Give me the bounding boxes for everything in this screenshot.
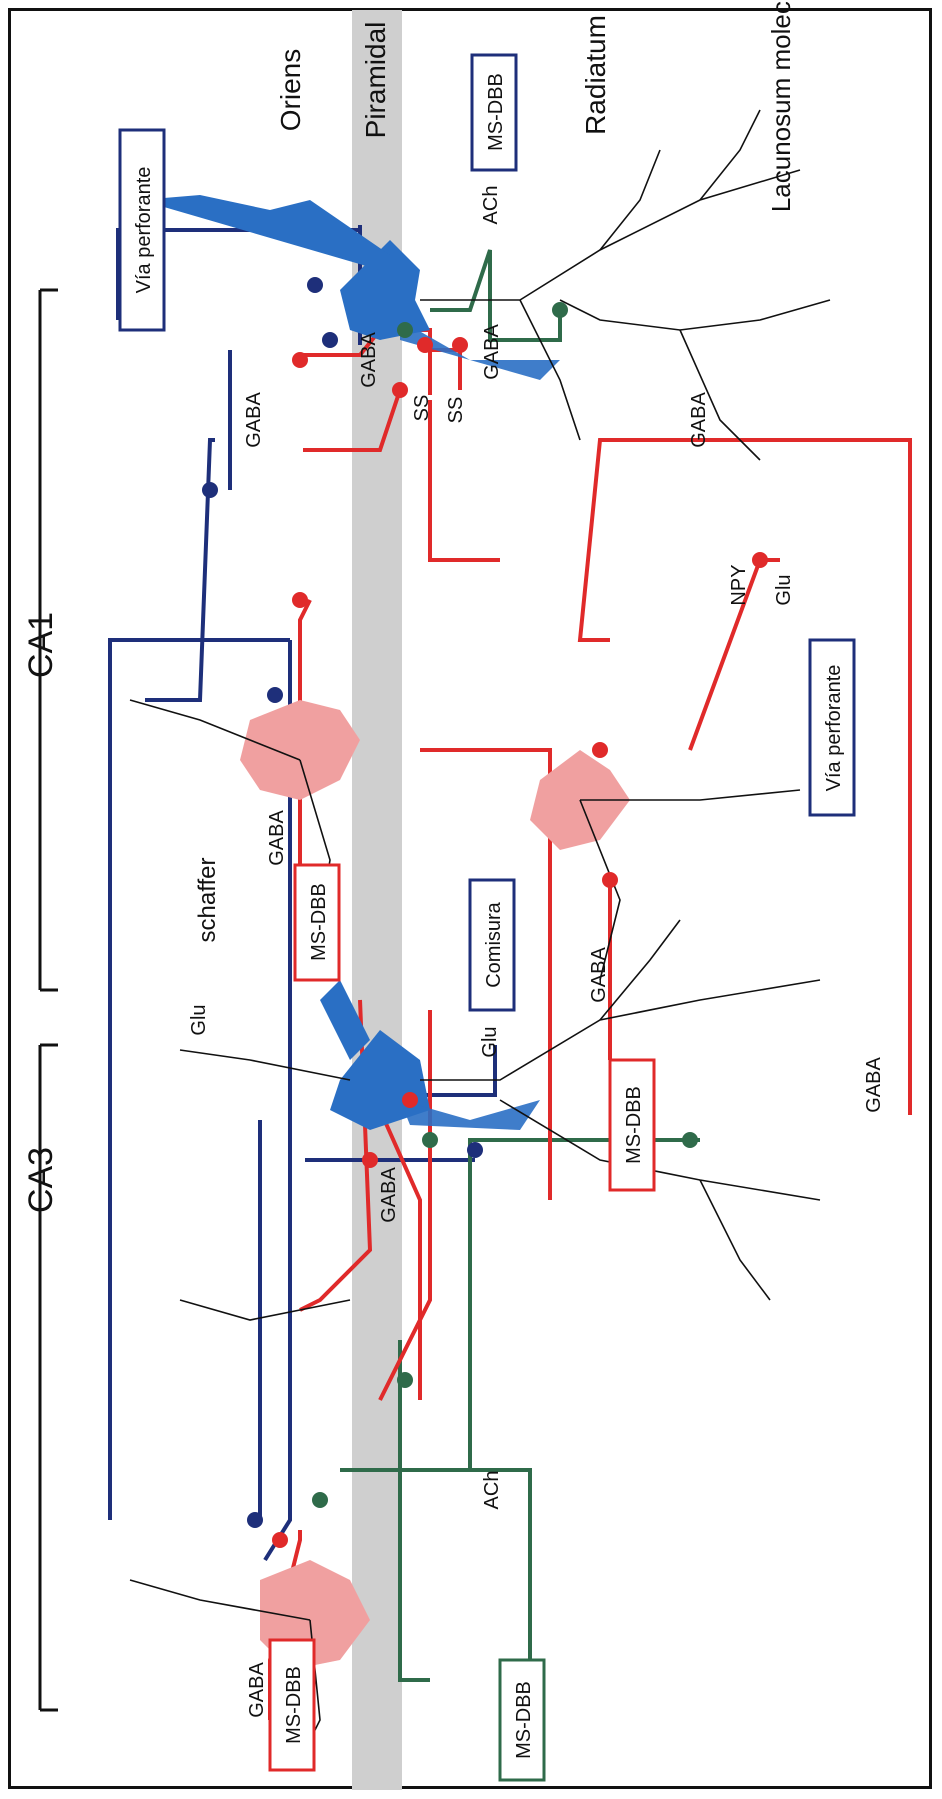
synapse-dot <box>292 352 308 368</box>
label-radiatum: Radiatum <box>580 15 611 135</box>
label-ach-bottom: ACh <box>481 1471 503 1510</box>
synapse-dot <box>592 742 608 758</box>
synapse-dot <box>422 1132 438 1148</box>
synapse-dot <box>397 322 413 338</box>
label-ca1: CA1 <box>22 612 60 678</box>
label-gaba-2: GABA <box>358 332 380 388</box>
label-msdbb-bottom-left: MS-DBB <box>283 1666 305 1744</box>
label-ca3: CA3 <box>22 1147 60 1213</box>
synapse-dot <box>752 552 768 568</box>
synapse-dot <box>402 1092 418 1108</box>
synapse-dot <box>452 337 468 353</box>
label-gaba-8: GABA <box>378 1167 400 1223</box>
label-glu-top: Glu <box>479 1026 501 1057</box>
synapse-dot <box>397 1372 413 1388</box>
label-gaba-3: GABA <box>481 324 503 380</box>
label-gaba-7: GABA <box>863 1057 885 1113</box>
label-gaba-9: GABA <box>246 1662 268 1718</box>
label-gaba-5: GABA <box>266 810 288 866</box>
label-gaba-1: GABA <box>243 392 265 448</box>
synapse-dot <box>417 337 433 353</box>
label-glu-left: Glu <box>188 1004 210 1035</box>
label-ach-top: ACh <box>480 186 502 225</box>
synapse-dot <box>272 1532 288 1548</box>
label-via-perforante-ca1: Vía perforante <box>133 167 155 294</box>
synapse-dot <box>267 687 283 703</box>
synapse-dot <box>247 1512 263 1528</box>
label-msdbb-mid-left: MS-DBB <box>308 883 330 961</box>
label-ss-1: SS <box>411 395 433 422</box>
label-oriens: Oriens <box>275 49 306 131</box>
label-piramidal: Piramidal <box>360 22 391 139</box>
label-lacunosum: Lacunosum molecular <box>766 0 796 212</box>
synapse-dot <box>552 302 568 318</box>
synapse-dot <box>292 592 308 608</box>
label-gaba-4: GABA <box>688 392 710 448</box>
interneuron-ca1-oriens <box>240 700 360 800</box>
synapse-dot <box>362 1152 378 1168</box>
synapse-dot <box>467 1142 483 1158</box>
label-msdbb-mid: MS-DBB <box>623 1086 645 1164</box>
label-comisura: Comisura <box>483 901 505 987</box>
synapse-dot <box>392 382 408 398</box>
label-ss-2: SS <box>445 397 467 424</box>
label-schaffer: schaffer <box>194 858 221 943</box>
label-gaba-6: GABA <box>588 947 610 1003</box>
label-npy: NPY <box>728 564 750 605</box>
synapse-dot <box>602 872 618 888</box>
label-via-perforante-mid: Vía perforante <box>823 665 845 792</box>
label-msdbb-bottom: MS-DBB <box>513 1681 535 1759</box>
label-glu-mid: Glu <box>773 574 795 605</box>
label-msdbb-top: MS-DBB <box>485 73 507 151</box>
synapse-dot <box>202 482 218 498</box>
ca3-bracket <box>40 1045 58 1710</box>
synapse-dot <box>307 277 323 293</box>
synapse-dot <box>322 332 338 348</box>
synapse-dot <box>682 1132 698 1148</box>
synapse-dot <box>312 1492 328 1508</box>
